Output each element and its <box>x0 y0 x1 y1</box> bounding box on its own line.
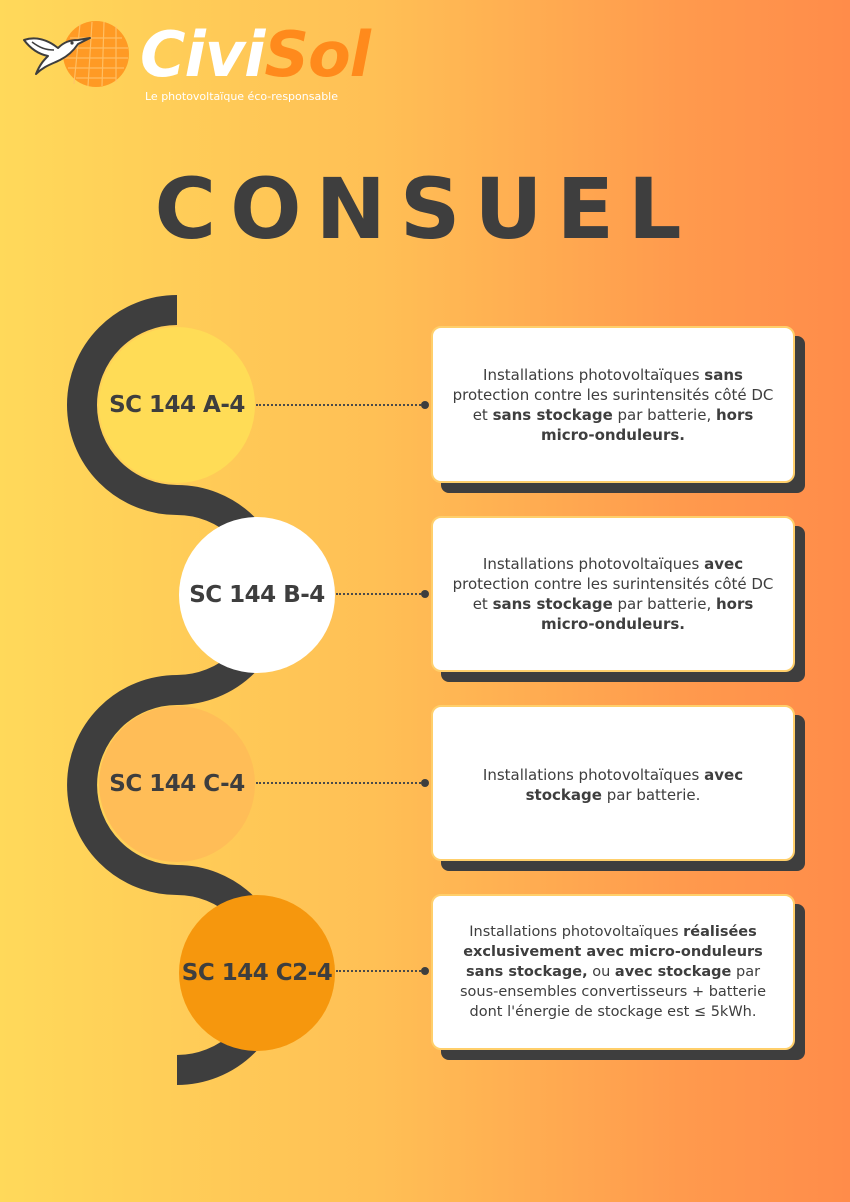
connector-dot <box>421 967 429 975</box>
connector-line <box>336 593 424 595</box>
connector-line <box>256 782 424 784</box>
description-text: Installations photovoltaïques <box>482 555 705 573</box>
circle-sc144-c4: SC 144 C-4 <box>99 706 255 862</box>
description-text: Installations photovoltaïques <box>482 766 705 784</box>
card-description: Installations photovoltaïques avec prote… <box>451 554 775 634</box>
description-text: réalisées exclusivement avec micro-ondul… <box>463 924 763 980</box>
description-card-b4: Installations photovoltaïques avec prote… <box>431 516 795 672</box>
description-card-c4: Installations photovoltaïques avec stock… <box>431 705 795 861</box>
card-description: Installations photovoltaïques réalisées … <box>451 922 775 1022</box>
civisol-logo: CiviSol Le photovoltaïque éco-responsabl… <box>18 18 371 108</box>
description-text: protection contre les surintensités côté… <box>452 385 774 424</box>
card-description: Installations photovoltaïques avec stock… <box>451 765 775 805</box>
circle-sc144-a4: SC 144 A-4 <box>99 327 255 483</box>
description-text: avec stockage <box>525 766 744 804</box>
brand-name: CiviSol <box>140 24 371 86</box>
circle-sc144-c2-4: SC 144 C2-4 <box>179 895 335 1051</box>
description-text: sans <box>704 365 743 384</box>
description-text: ou <box>587 964 615 980</box>
description-text: protection contre les surintensités côté… <box>452 575 774 613</box>
description-card-a4: Installations photovoltaïques sans prote… <box>431 326 795 483</box>
connector-dot <box>421 590 429 598</box>
card-description: Installations photovoltaïques sans prote… <box>451 365 775 445</box>
description-text: par sous-ensembles convertisseurs + batt… <box>459 964 767 1020</box>
page-title: CONSUEL <box>154 160 696 258</box>
description-text: avec stockage <box>614 964 732 980</box>
code-label: SC 144 C-4 <box>109 771 245 797</box>
description-text: hors micro-onduleurs. <box>540 595 754 633</box>
connector-line <box>336 970 424 972</box>
description-text: hors micro-onduleurs. <box>540 405 754 444</box>
code-label: SC 144 A-4 <box>109 392 245 418</box>
description-text: avec <box>704 555 744 573</box>
brand-sol: Sol <box>264 18 370 91</box>
description-text: Installations photovoltaïques <box>483 365 705 384</box>
code-label: SC 144 C2-4 <box>181 960 333 986</box>
description-card-c2-4: Installations photovoltaïques réalisées … <box>431 894 795 1050</box>
description-text: par batterie. <box>601 786 701 804</box>
description-text: sans stockage <box>492 405 613 424</box>
connector-line <box>256 404 424 406</box>
hummingbird-solar-panel-icon <box>23 21 129 87</box>
description-text: par batterie, <box>612 405 716 424</box>
circle-sc144-b4: SC 144 B-4 <box>179 517 335 673</box>
connector-dot <box>421 779 429 787</box>
code-label: SC 144 B-4 <box>189 582 325 608</box>
description-text: Installations photovoltaïques <box>469 924 684 940</box>
brand-tagline: Le photovoltaïque éco-responsable <box>145 90 339 103</box>
description-text: par batterie, <box>612 595 716 613</box>
description-text: sans stockage <box>492 595 613 613</box>
brand-civi: Civi <box>140 18 265 91</box>
connector-dot <box>421 401 429 409</box>
